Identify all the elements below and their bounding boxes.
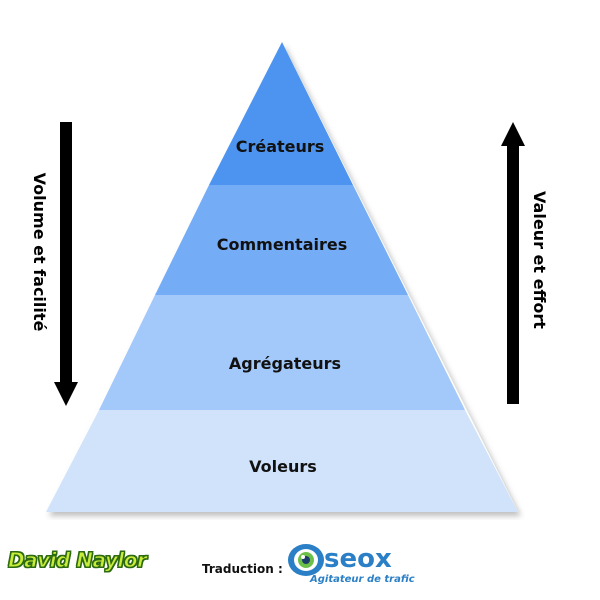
seox-logo: seox Agitateur de trafic (286, 538, 426, 594)
pyramid-level-voleurs (46, 410, 518, 512)
right-arrow-up (501, 122, 525, 404)
seox-eye-icon (288, 544, 324, 576)
pyramid-label-voleurs: Voleurs (249, 457, 317, 476)
seox-wordmark: seox (324, 544, 392, 574)
pyramid-label-createurs: Créateurs (236, 137, 325, 156)
pyramid-level-agregateurs (99, 295, 465, 410)
pyramid-level-createurs (209, 42, 353, 185)
david-naylor-logo: David Naylor (7, 548, 147, 573)
right-arrow-label: Valeur et effort (530, 191, 549, 329)
traduction-label: Traduction : (202, 562, 283, 576)
pyramid-level-commentaires (155, 185, 408, 295)
footer-credits: David Naylor Traduction : seox Agitateur… (0, 530, 600, 600)
pyramid-diagram: Créateurs Commentaires Agrégateurs Voleu… (30, 42, 549, 512)
left-arrow-label: Volume et facilité (30, 173, 49, 332)
pyramid-label-agregateurs: Agrégateurs (229, 354, 341, 373)
seox-tagline: Agitateur de trafic (310, 574, 415, 585)
pyramid-label-commentaires: Commentaires (217, 235, 348, 254)
left-arrow-down (54, 122, 78, 406)
